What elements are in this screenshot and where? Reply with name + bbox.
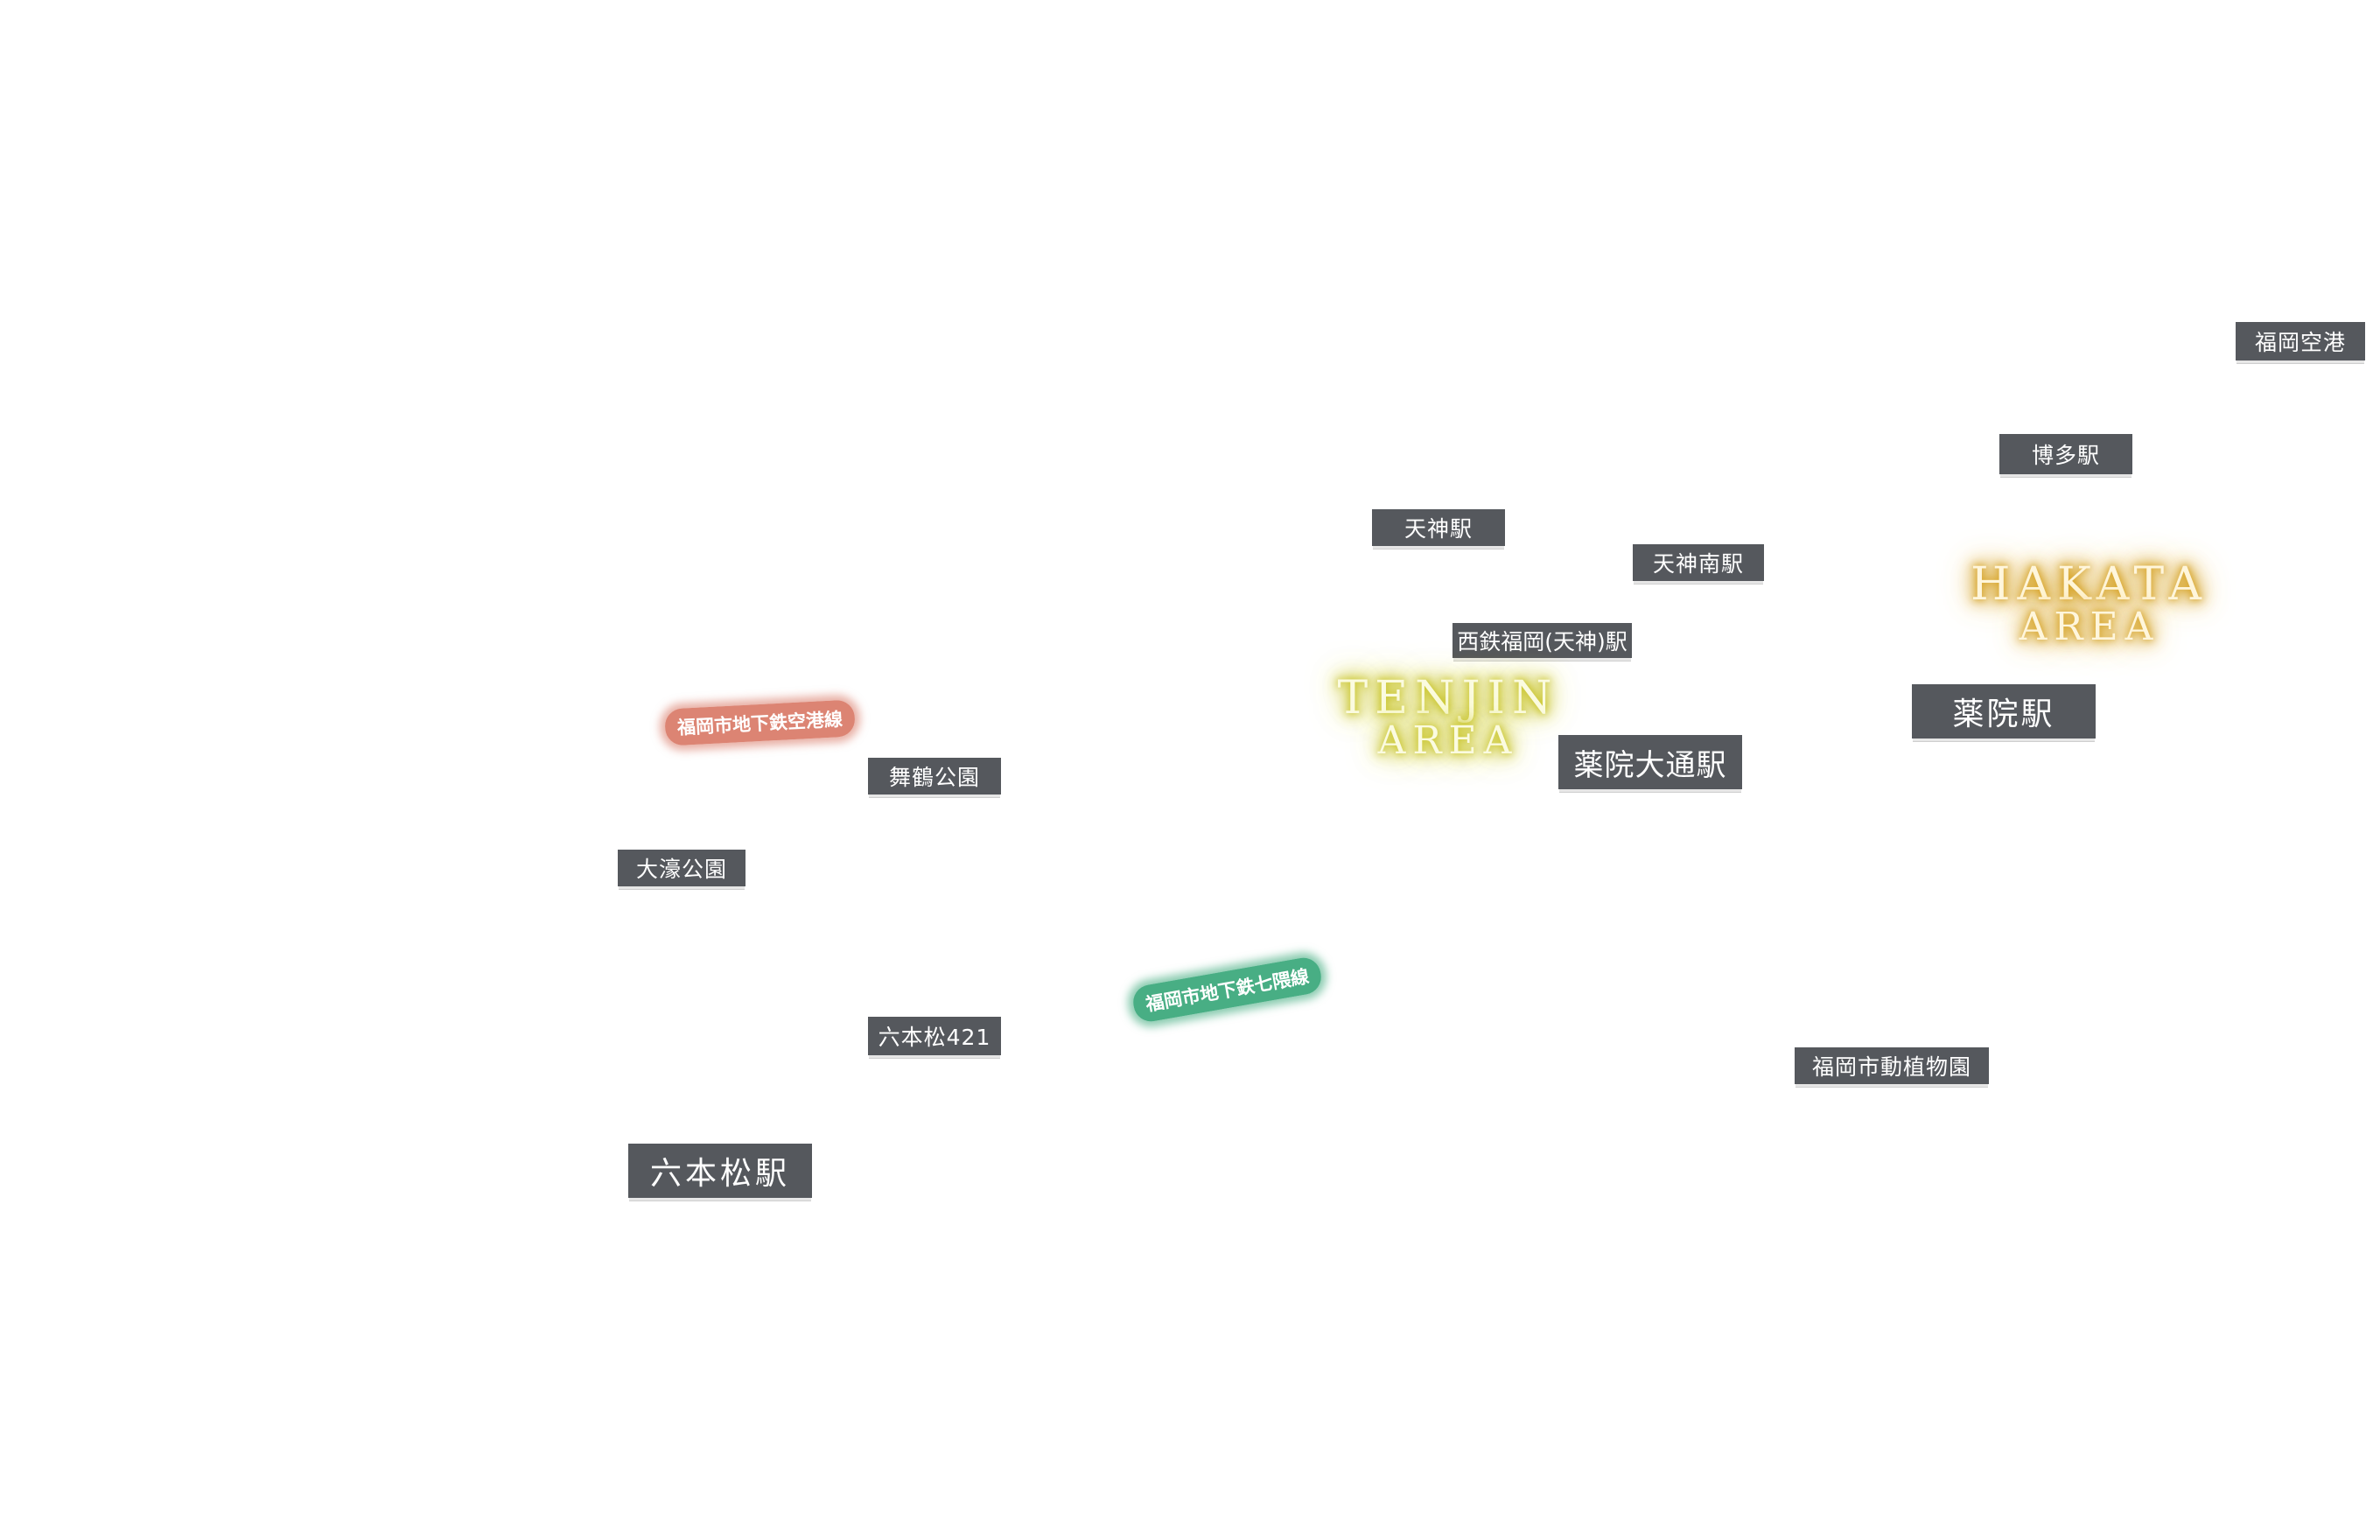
hakata-area-label: HAKATA AREA (1958, 558, 2221, 650)
station-label-yakuin[interactable]: 薬院駅 (1912, 684, 2096, 738)
tenjin-area-line1: TENJIN (1337, 672, 1559, 724)
hakata-area-line2: AREA (2019, 605, 2160, 650)
landmark-label-maizuru-park[interactable]: 舞鶴公園 (868, 758, 1001, 794)
tenjin-area-label: TENJIN AREA (1317, 672, 1579, 764)
tenjin-area-line2: AREA (1377, 718, 1519, 764)
landmark-label-zoo[interactable]: 福岡市動植物園 (1795, 1047, 1989, 1084)
station-label-hakata[interactable]: 博多駅 (1999, 434, 2132, 474)
station-label-ropponmatsu[interactable]: 六本松駅 (628, 1144, 812, 1198)
airport-line-label: 福岡市地下鉄空港線 (664, 699, 856, 746)
station-label-tenjin-minami[interactable]: 天神南駅 (1633, 544, 1764, 581)
station-label-fukuoka-airport[interactable]: 福岡空港 (2236, 322, 2365, 360)
station-label-nishitetsu-fukuoka[interactable]: 西鉄福岡(天神)駅 (1452, 623, 1632, 658)
landmark-label-ohori-park[interactable]: 大濠公園 (618, 850, 746, 886)
landmark-label-ropponmatsu-421[interactable]: 六本松421 (868, 1017, 1001, 1055)
hakata-area-line1: HAKATA (1970, 558, 2208, 611)
nanakuma-line-label: 福岡市地下鉄七隈線 (1130, 955, 1324, 1025)
station-label-yakuin-odori[interactable]: 薬院大通駅 (1558, 735, 1742, 789)
station-label-tenjin[interactable]: 天神駅 (1372, 509, 1505, 546)
